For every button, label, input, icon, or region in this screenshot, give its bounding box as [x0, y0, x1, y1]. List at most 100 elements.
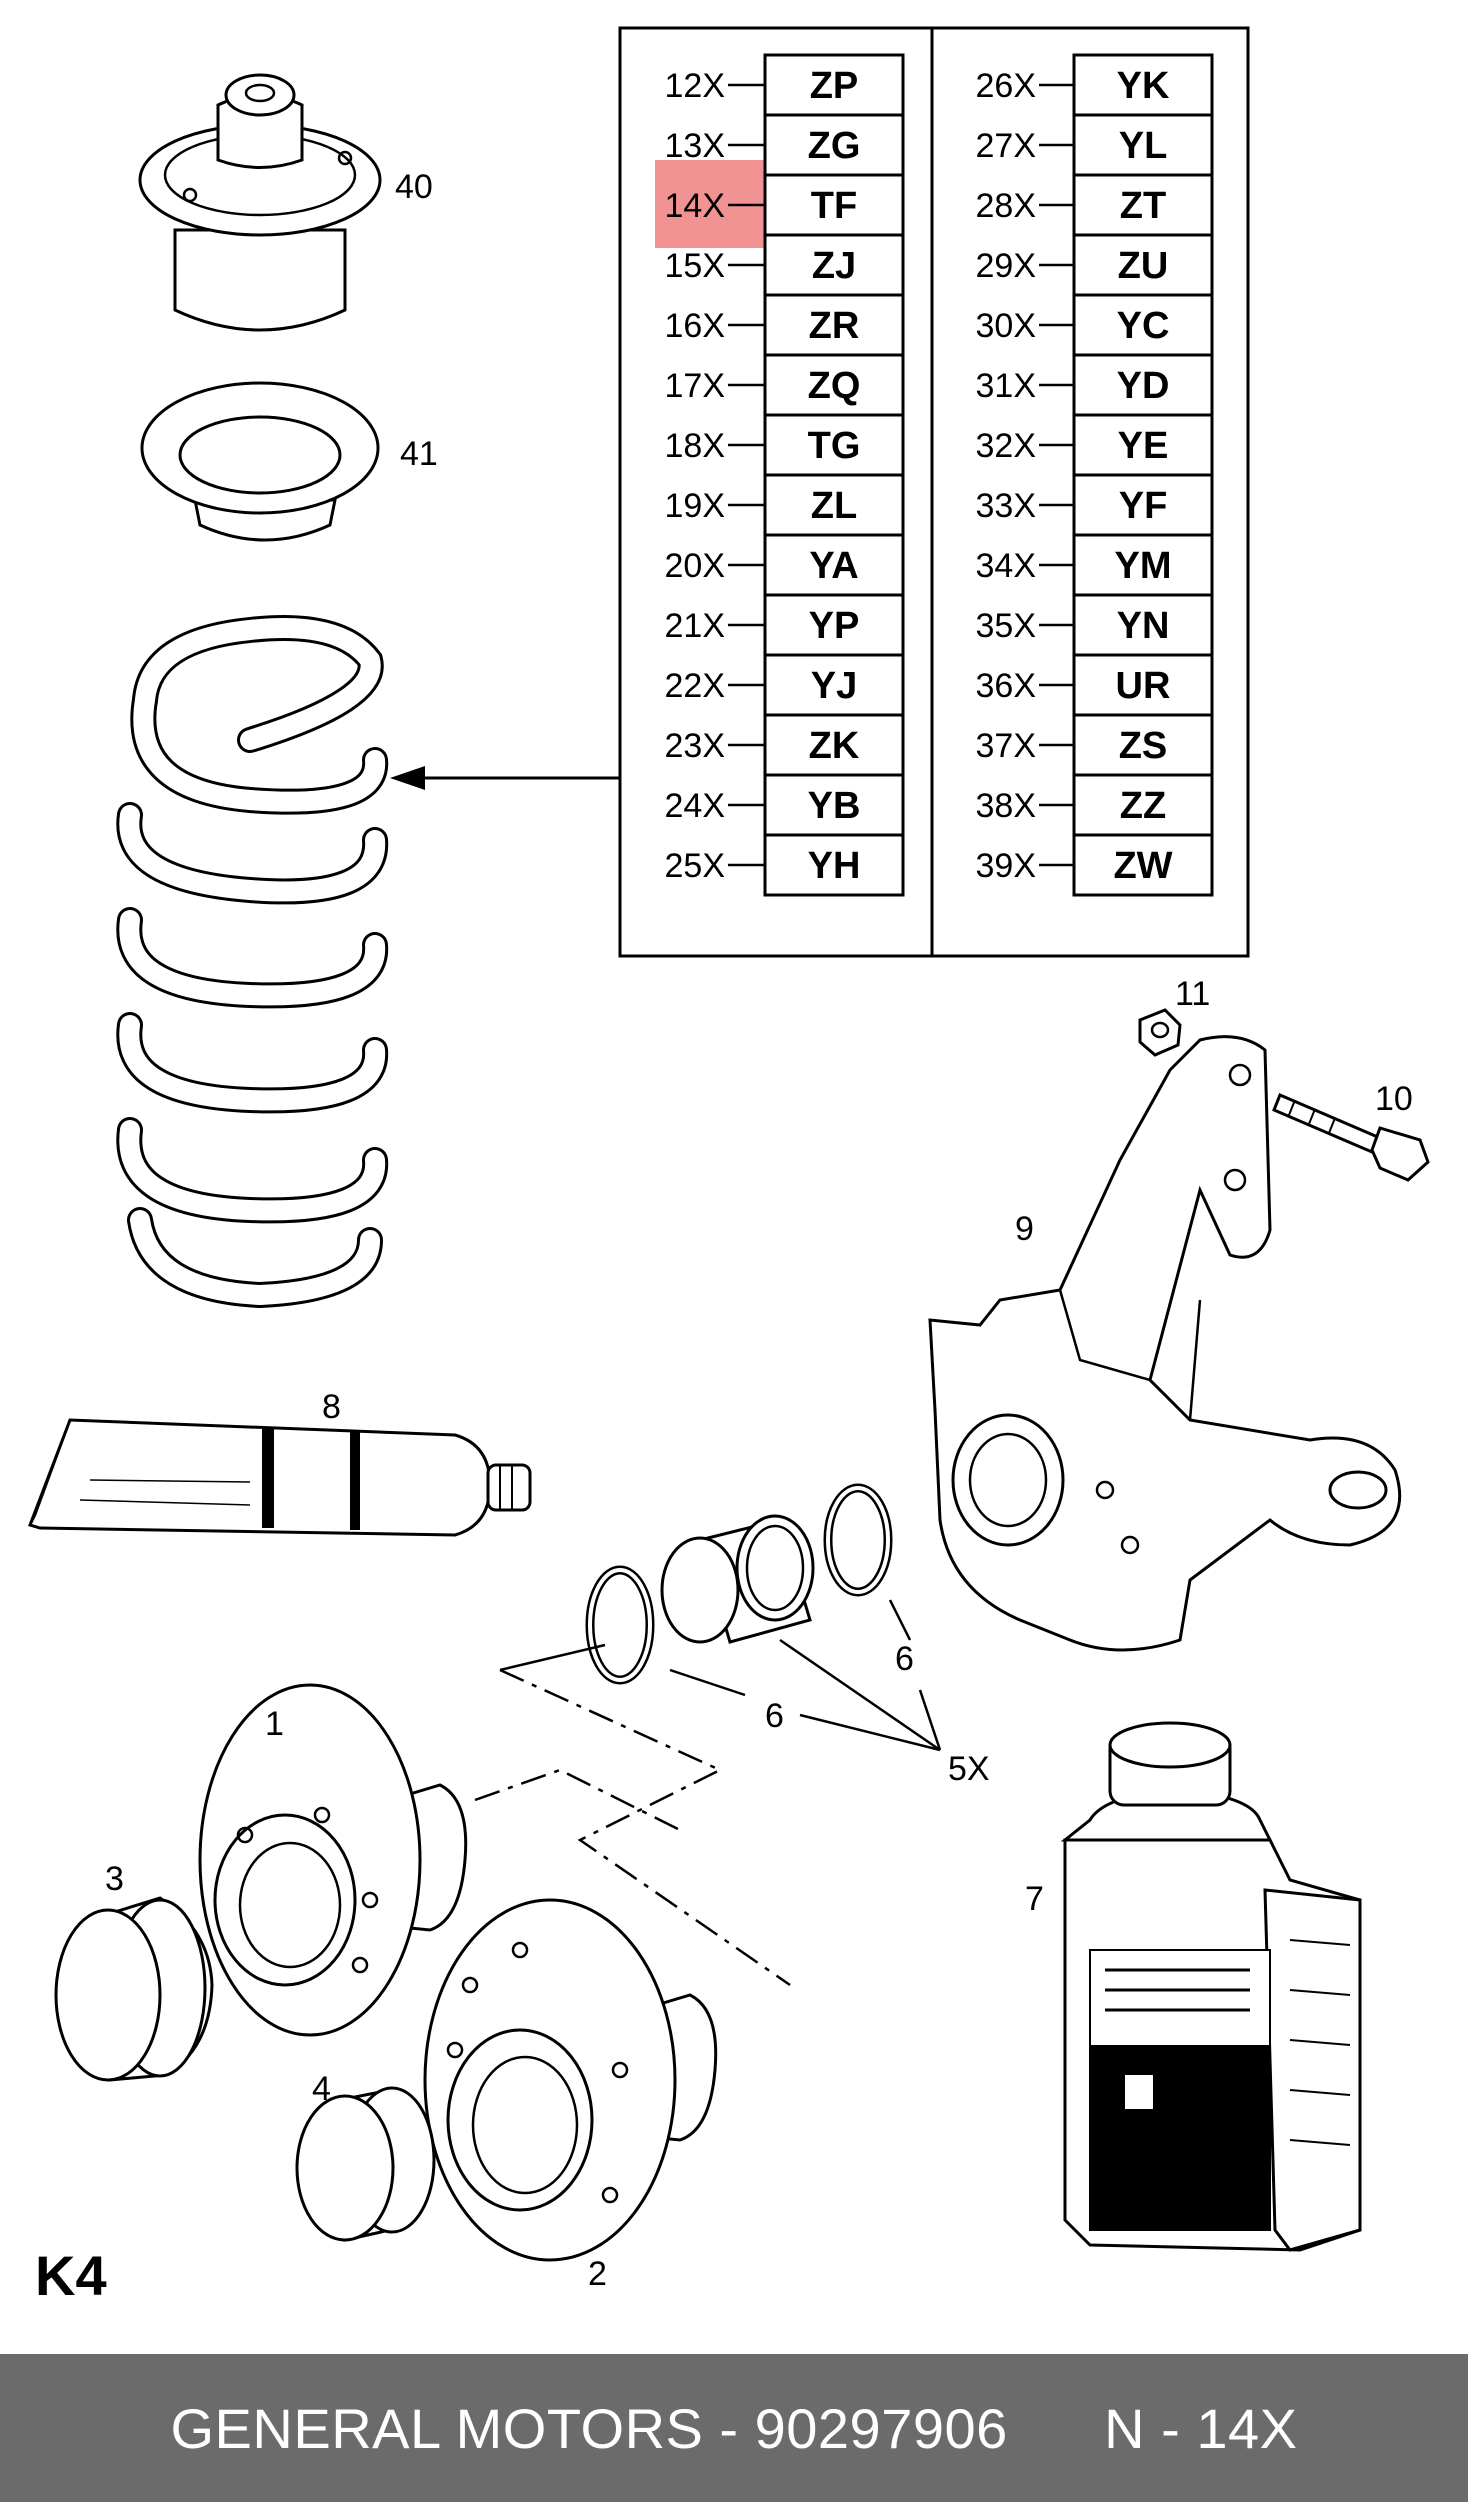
spring-code: YA	[809, 545, 858, 587]
code-cell	[1072, 113, 1214, 177]
callout-leaders	[474, 1599, 942, 1987]
quantity-label: 20X	[665, 547, 726, 585]
exploded-parts-diagram: 40 41	[28, 26, 1430, 2307]
callout-8: 8	[322, 1388, 341, 1426]
quantity-label: 18X	[665, 427, 726, 465]
code-cell	[763, 833, 905, 897]
quantity-label: 34X	[976, 547, 1037, 585]
quantity-label: 19X	[665, 487, 726, 525]
footer-gap	[1008, 2396, 1104, 2461]
callout-6-left: 6	[765, 1697, 784, 1735]
code-cell	[1072, 773, 1214, 837]
spring-code: YM	[1115, 545, 1172, 587]
quantity-label: 25X	[665, 847, 726, 885]
quantity-note: N - 14X	[1104, 2396, 1298, 2460]
quantity-label: 30X	[976, 307, 1037, 345]
bushing-icon	[660, 1514, 815, 1644]
hub-cap-icon	[295, 2086, 436, 2242]
callout-10: 10	[1375, 1080, 1413, 1118]
callout-4: 4	[312, 2070, 331, 2108]
part-number: 90297906	[754, 2396, 1008, 2460]
strut-mount-icon	[138, 73, 382, 332]
code-cell	[1072, 653, 1214, 717]
spring-code: ZL	[811, 485, 857, 527]
spring-code: TG	[808, 425, 861, 467]
callout-41: 41	[400, 435, 438, 473]
grease-tube-icon	[28, 1418, 532, 1537]
code-cell	[1072, 833, 1214, 897]
spring-code: YD	[1117, 365, 1170, 407]
code-cell	[1072, 173, 1214, 237]
footer-separator: -	[703, 2396, 755, 2460]
code-cell	[1072, 293, 1214, 357]
wheel-hub-icon	[198, 1683, 468, 2037]
spring-code: YL	[1119, 125, 1168, 167]
quantity-label: 37X	[976, 727, 1037, 765]
steering-knuckle-icon	[928, 1035, 1402, 1652]
code-cell	[763, 173, 905, 237]
callout-3: 3	[105, 1860, 124, 1898]
spring-code: YF	[1119, 485, 1168, 527]
quantity-label: 38X	[976, 787, 1037, 825]
quantity-label: 28X	[976, 187, 1037, 225]
coil-spring-icon	[116, 615, 389, 1309]
quantity-label: 36X	[976, 667, 1037, 705]
callout-6-right: 6	[895, 1640, 914, 1678]
quantity-label: 21X	[665, 607, 726, 645]
bolt-icon	[1272, 1093, 1430, 1182]
spring-code: ZP	[810, 65, 859, 107]
callout-11: 11	[1175, 975, 1210, 1013]
spring-code: YP	[809, 605, 860, 647]
callout-5x: 5X	[948, 1750, 990, 1788]
spring-code: ZG	[808, 125, 861, 167]
code-cell	[763, 593, 905, 657]
code-cell	[1072, 473, 1214, 537]
callout-2: 2	[588, 2255, 607, 2293]
quantity-label: 17X	[665, 367, 726, 405]
quantity-label: 13X	[665, 127, 726, 165]
wheel-hub-icon	[423, 1898, 718, 2262]
spring-code: YH	[808, 845, 861, 887]
figure-label: K4	[35, 2244, 107, 2307]
quantity-label: 15X	[665, 247, 726, 285]
quantity-label: 26X	[976, 67, 1037, 105]
spring-code: ZU	[1118, 245, 1169, 287]
spring-code: YJ	[811, 665, 857, 707]
spring-code: UR	[1116, 665, 1171, 707]
quantity-label: 24X	[665, 787, 726, 825]
nut-icon	[1138, 1008, 1182, 1057]
table-pointer-arrow	[390, 766, 620, 790]
spring-code: YK	[1117, 65, 1170, 107]
quantity-label: 16X	[665, 307, 726, 345]
code-cell	[763, 413, 905, 477]
quantity-label: 35X	[976, 607, 1037, 645]
code-cell	[763, 533, 905, 597]
code-cell	[1072, 593, 1214, 657]
spring-code: ZK	[809, 725, 860, 767]
code-cell	[1072, 353, 1214, 417]
quantity-label: 32X	[976, 427, 1037, 465]
circlip-icon	[585, 1483, 893, 1685]
code-cell	[1072, 233, 1214, 297]
fluid-bottle-icon	[1060, 1721, 1362, 2252]
hub-cap-icon	[54, 1896, 214, 2082]
quantity-label: 14X	[665, 187, 726, 225]
quantity-label: 33X	[976, 487, 1037, 525]
spring-code: YN	[1117, 605, 1170, 647]
spring-code: ZW	[1113, 845, 1172, 887]
callout-9: 9	[1015, 1210, 1034, 1248]
quantity-label: 23X	[665, 727, 726, 765]
part-info-footer: GENERAL MOTORS - 90297906 N - 14X	[0, 2354, 1468, 2502]
spring-code: ZT	[1120, 185, 1166, 227]
spring-code: ZR	[809, 305, 860, 347]
callout-7: 7	[1025, 1880, 1044, 1918]
brand-name: GENERAL MOTORS	[170, 2396, 704, 2460]
quantity-label: 27X	[976, 127, 1037, 165]
quantity-label: 12X	[665, 67, 726, 105]
spring-code: YC	[1117, 305, 1170, 347]
quantity-label: 31X	[976, 367, 1037, 405]
spring-code: YE	[1118, 425, 1169, 467]
quantity-label: 22X	[665, 667, 726, 705]
code-cell	[1072, 53, 1214, 117]
